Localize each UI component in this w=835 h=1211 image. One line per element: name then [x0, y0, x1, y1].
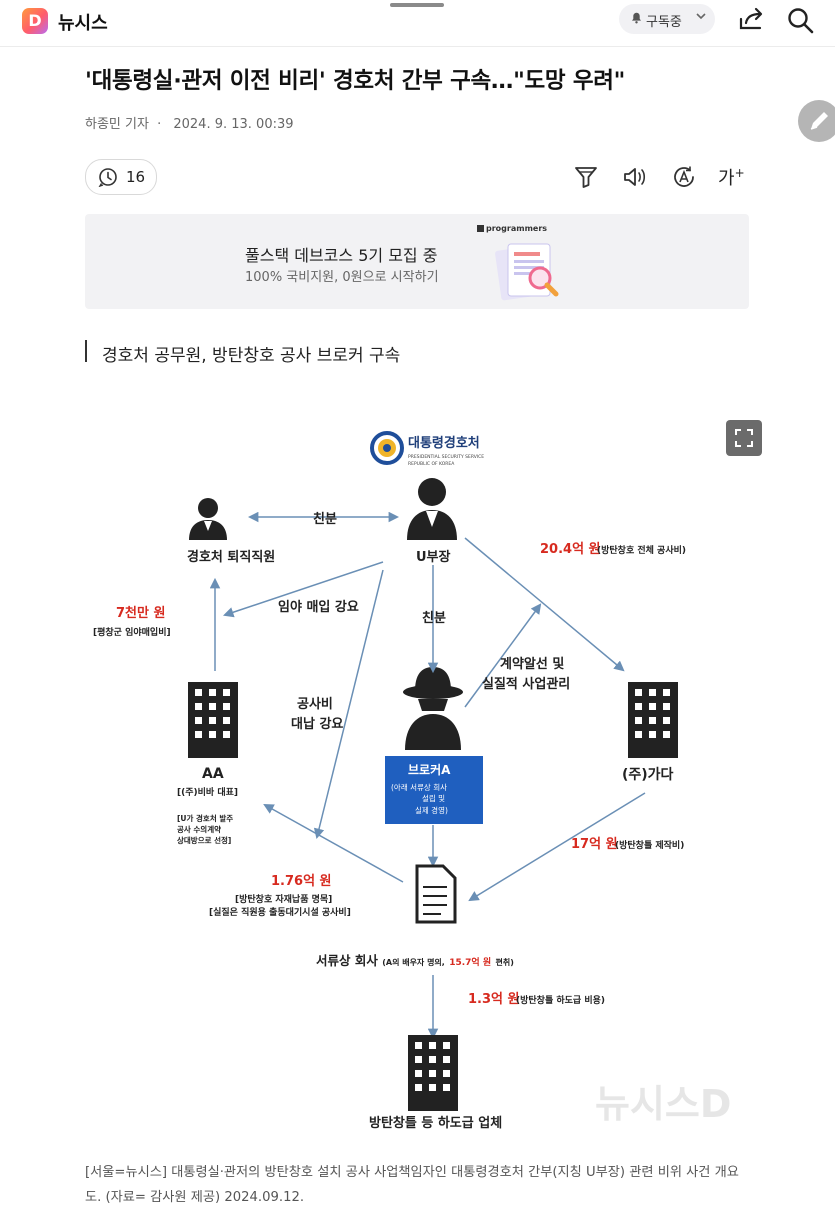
pencil-icon	[810, 112, 828, 130]
relation-label-top: 친분	[313, 512, 337, 527]
top-bar: D 뉴시스 구독중	[0, 0, 835, 47]
ad-brand: programmers	[477, 224, 547, 233]
subcontractor-building-icon	[408, 1035, 458, 1111]
subheadline: 경호처 공무원, 방탄창호 공사 브로커 구속	[102, 346, 401, 366]
forest-arrow	[223, 561, 384, 618]
aa-note-3: 상대방으로 선정]	[177, 835, 231, 845]
expand-icon	[735, 429, 753, 447]
forest-purchase-label: 임야 매입 강요	[278, 599, 359, 615]
publisher-name[interactable]: 뉴시스	[58, 13, 108, 34]
pss-emblem-icon	[370, 431, 404, 465]
speaker-icon[interactable]	[622, 164, 648, 190]
newsis-watermark: 뉴시스D	[595, 1082, 731, 1126]
broker-title: 브로커A	[408, 762, 451, 777]
comment-button[interactable]: 16	[85, 159, 157, 195]
article-headline: '대통령실·관저 이전 비리' 경호처 간부 구속…"도망 우려"	[85, 68, 626, 94]
u-manager-label: U부장	[416, 549, 451, 565]
contract-arrow	[464, 603, 542, 708]
subcontractor-label: 방탄창틀 등 하도급 업체	[369, 1115, 502, 1131]
publish-datetime: 2024. 9. 13. 00:39	[173, 117, 294, 132]
reporter-name[interactable]: 하종민 기자	[85, 117, 149, 132]
filter-icon[interactable]	[573, 164, 599, 190]
ad-subtitle: 100% 국비지원, 0원으로 시작하기	[245, 270, 439, 285]
font-size-button[interactable]: 가+	[718, 166, 745, 189]
broker-box	[385, 756, 483, 824]
amount-7000-note: [평창군 임야매입비]	[93, 626, 171, 638]
ad-banner[interactable]: 풀스택 데브코스 5기 모집 중 100% 국비지원, 0원으로 시작하기 pr…	[85, 214, 749, 309]
photo-caption: [서울=뉴시스] 대통령실·관저의 방탄창호 설치 공사 사업책임자인 대통령경…	[85, 1165, 739, 1205]
byline-separator: ·	[157, 117, 162, 132]
broker-note-2: 설립 및	[422, 793, 445, 803]
subscribe-button[interactable]: 구독중	[619, 4, 715, 34]
aa-building-icon	[188, 682, 238, 758]
subscribe-label: 구독중	[646, 15, 682, 30]
u-manager-person-icon	[407, 478, 457, 540]
bell-icon	[632, 12, 641, 24]
paper-to-aa-arrow	[263, 803, 404, 883]
contract-label-1: 계약알선 및	[500, 656, 564, 672]
amount-7000: 7천만 원	[116, 605, 165, 621]
broker-note-1: (아래 서류상 회사	[391, 782, 447, 792]
comment-icon	[98, 168, 117, 187]
amount-17: 17억 원	[571, 837, 618, 852]
translate-icon[interactable]	[671, 164, 697, 190]
ad-title: 풀스택 데브코스 5기 모집 중	[245, 246, 438, 265]
article-figure: 대통령경호처 PRESIDENTIAL SECURITY SERVICE REP…	[85, 395, 765, 1150]
gada-to-paper-arrow	[468, 792, 646, 902]
aa-note-1: [U가 경호처 발주	[177, 813, 233, 823]
chevron-down-icon	[696, 13, 706, 20]
contract-label-2: 실질적 사업관리	[482, 676, 570, 692]
retired-staff-person-icon	[189, 498, 227, 540]
aa-note-2: 공사 수의계약	[177, 824, 221, 834]
amount-1-3-note: (방탄창틀 하도급 비용)	[516, 994, 605, 1006]
drag-handle[interactable]	[390, 3, 444, 7]
payment-label-2: 대납 강요	[291, 716, 343, 732]
org-english-name: PRESIDENTIAL SECURITY SERVICE	[408, 454, 484, 460]
relation-label-mid: 친분	[422, 611, 446, 626]
amount-1-76-note-1: [방탄창호 자재납품 명목]	[235, 893, 332, 905]
gada-contract-arrow	[464, 537, 625, 672]
paper-company-label: 서류상 회사 (A의 배우자 명의, 15.7억 원 편취)	[316, 953, 514, 968]
document-icon	[415, 864, 457, 924]
share-icon[interactable]	[737, 6, 767, 34]
byline: 하종민 기자 · 2024. 9. 13. 00:39	[85, 113, 294, 132]
org-name: 대통령경호처	[408, 435, 480, 451]
amount-1-3: 1.3억 원	[468, 992, 519, 1007]
amount-1-76: 1.76억 원	[271, 874, 332, 889]
document-magnifier-illustration	[495, 243, 559, 301]
amount-20-4: 20.4억 원	[540, 542, 601, 557]
broker-spy-icon	[403, 667, 463, 750]
comment-count: 16	[126, 168, 146, 186]
payment-label-1: 공사비	[297, 696, 333, 712]
amount-17-note: (방탄창틀 제작비)	[615, 839, 684, 851]
font-size-icon: 가	[718, 168, 735, 189]
broker-note-3: 실제 경영)	[415, 805, 448, 815]
daum-logo[interactable]: D	[22, 8, 48, 34]
company-aa: AA	[202, 766, 224, 782]
gada-building-icon	[628, 682, 678, 758]
edit-button[interactable]	[798, 100, 835, 142]
payment-arrow	[313, 569, 384, 840]
amount-20-4-note: (방탄창호 전체 공사비)	[597, 544, 686, 556]
org-country: REPUBLIC OF KOREA	[408, 461, 455, 467]
expand-image-button[interactable]	[726, 420, 762, 456]
amount-1-76-note-2: [실질은 직원용 출동대기시설 공사비]	[209, 906, 351, 918]
retired-staff-label: 경호처 퇴직직원	[187, 549, 275, 565]
aa-representative: [(주)비바 대표]	[177, 786, 238, 798]
case-diagram: 대통령경호처 PRESIDENTIAL SECURITY SERVICE REP…	[93, 431, 731, 1131]
company-gada: (주)가다	[622, 767, 674, 783]
subheadline-bar	[85, 340, 87, 362]
search-icon[interactable]	[786, 6, 814, 34]
